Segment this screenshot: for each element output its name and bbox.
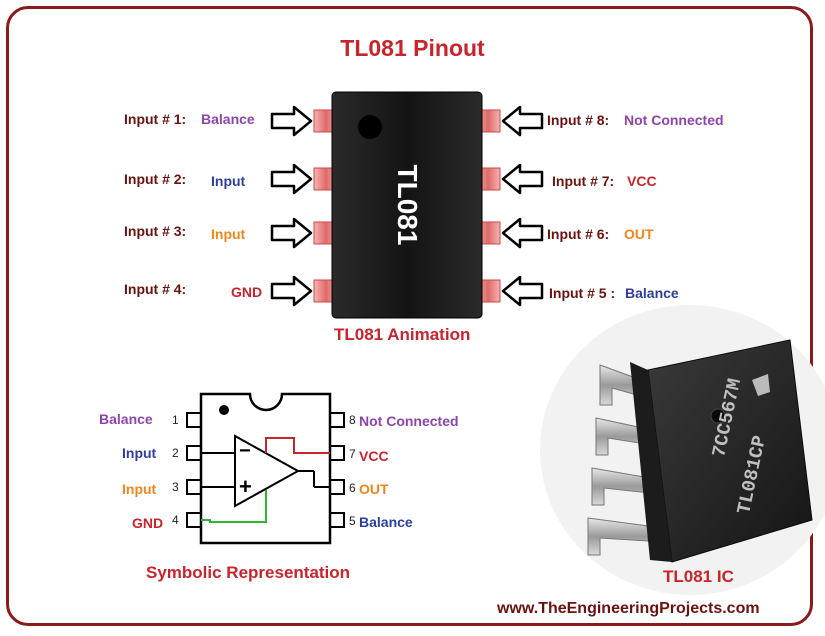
pin3-name: Input # 3: (124, 223, 187, 239)
pin2-name: Input # 2: (124, 171, 187, 187)
sym-label-7: VCC (359, 448, 389, 464)
pin6-fn: OUT (624, 226, 654, 242)
symbolic-notch-dot (219, 405, 229, 415)
opamp-minus-sign: − (239, 440, 251, 462)
symbolic-ic-outline (199, 392, 332, 545)
symbolic-caption: Symbolic Representation (146, 563, 351, 582)
pin7-name: Input # 7: (552, 173, 615, 189)
sym-label-2: Input (122, 445, 157, 461)
pin5-fn: Balance (625, 285, 679, 301)
sym-num-8: 8 (349, 413, 356, 427)
pin5-name: Input # 5 : (549, 285, 616, 301)
pin1-fn: Balance (201, 111, 255, 127)
sym-num-3: 3 (172, 480, 179, 494)
pin7-fn: VCC (627, 173, 657, 189)
sym-num-6: 6 (349, 481, 356, 495)
chip-label-text: TL081 (392, 164, 423, 246)
ic-photo-caption: TL081 IC (663, 567, 734, 586)
pin4-name: Input # 4: (124, 281, 187, 297)
gnd-wire (201, 490, 267, 523)
sym-label-4: GND (132, 515, 164, 531)
sym-label-8: Not Connected (359, 413, 459, 429)
chip-notch-dot (358, 115, 382, 139)
arrows-right (501, 105, 544, 307)
opamp-symbol (201, 434, 330, 508)
pin4-fn: GND (231, 284, 263, 300)
pin2-fn: Input (211, 173, 246, 189)
sym-label-3: Input (122, 481, 157, 497)
vcc-wire (265, 437, 330, 454)
sym-num-4: 4 (172, 513, 179, 527)
page-title: TL081 Pinout (340, 35, 485, 61)
pin8-name: Input # 8: (547, 112, 610, 128)
sym-label-5: Balance (359, 514, 413, 530)
ic-photo (540, 305, 825, 595)
pin8-fn: Not Connected (624, 112, 724, 128)
sym-num-5: 5 (349, 514, 356, 528)
sym-label-6: OUT (359, 481, 389, 497)
sym-num-7: 7 (349, 447, 356, 461)
pin6-name: Input # 6: (547, 226, 610, 242)
sym-label-1: Balance (99, 411, 153, 427)
opamp-plus-sign: + (239, 474, 252, 499)
pin3-fn: Input (211, 226, 246, 242)
chip-body (331, 91, 483, 319)
arrows-left (270, 105, 313, 307)
sym-num-1: 1 (172, 413, 179, 427)
website-url: www.TheEngineeringProjects.com (497, 600, 760, 617)
sym-num-2: 2 (172, 446, 179, 460)
animation-caption: TL081 Animation (334, 325, 471, 344)
pin1-name: Input # 1: (124, 111, 187, 127)
